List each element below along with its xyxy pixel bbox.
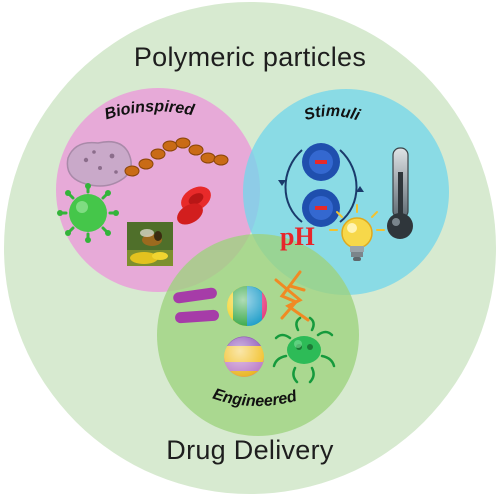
spiky-particle-icon [272,316,336,384]
light-bulb-icon [329,204,385,261]
striped-sphere-icon [227,285,268,327]
rod-particles-icon [173,287,219,324]
outer-title: Polymeric particles [133,42,367,72]
thermometer-icon [387,147,413,239]
red-blood-cell-icon [177,186,211,225]
janus-sphere-icon [224,336,264,377]
engineered-circle [157,234,359,436]
outer-footer: Drug Delivery [166,435,334,465]
dna-origami-icon [274,270,310,322]
cell-icon [66,140,132,187]
magnetic-field-icon [278,143,364,227]
stimuli-label: Stimuli [302,103,362,125]
ph-label: pH [280,222,315,251]
bee-photo-icon [127,222,173,266]
virus-icon [57,183,119,243]
bioinspired-circle [56,88,260,292]
bacteria-chain-icon [124,137,229,177]
